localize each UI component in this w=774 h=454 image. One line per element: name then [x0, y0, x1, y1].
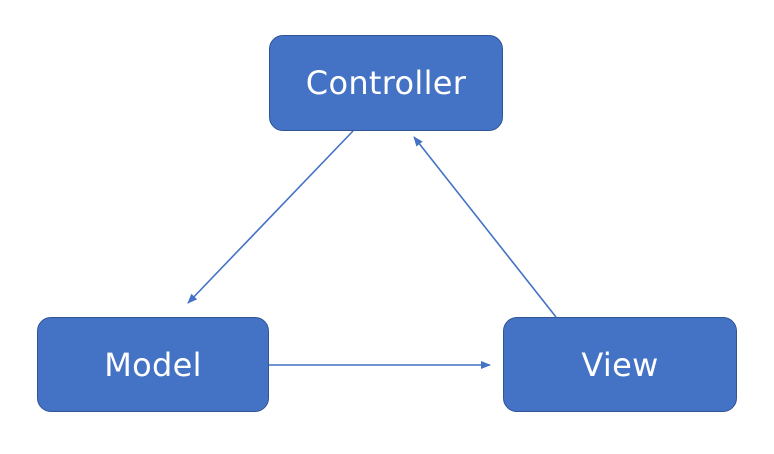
controller-label: Controller [305, 64, 467, 102]
arrow-controller-to-model [187, 130, 354, 304]
controller-node: Controller [269, 35, 503, 131]
arrow-view-to-controller [413, 136, 557, 318]
view-node: View [503, 317, 737, 412]
model-label: Model [104, 345, 202, 384]
model-node: Model [37, 317, 269, 412]
view-label: View [581, 345, 659, 384]
